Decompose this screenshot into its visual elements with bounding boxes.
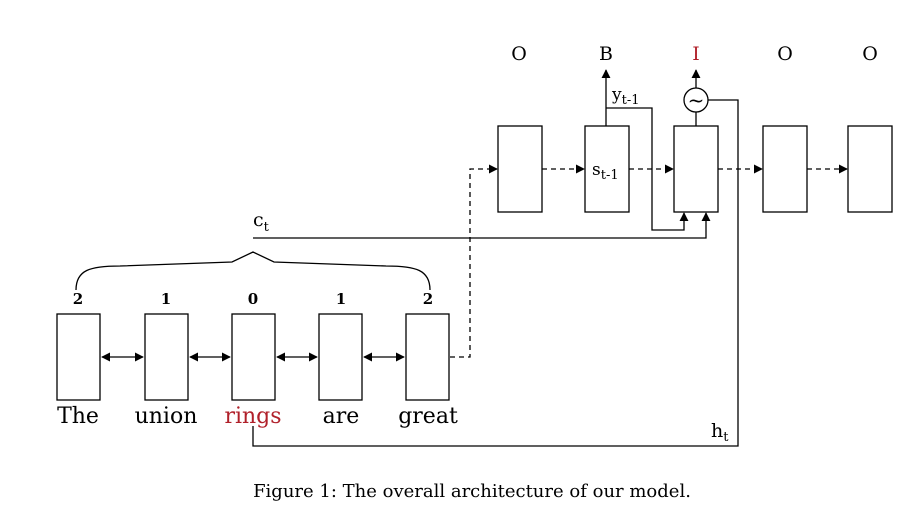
tilde-icon: ~ [688,88,705,112]
hidden-label: ht [711,420,729,445]
tag-label-1: B [599,43,613,65]
context-line [253,212,711,239]
tag-label-2: I [692,43,700,65]
position-number-4: 2 [423,290,433,308]
context-brace [75,251,431,291]
context-label: ct [253,209,270,235]
decoder-cell-0 [497,125,543,213]
encoder-cell-0 [56,313,101,401]
decoder-cell-3 [762,125,808,213]
prev-output-label: yt-1 [611,85,640,108]
word-3: are [323,404,360,429]
decoder-cell-4 [847,125,893,213]
word-2: rings [224,404,281,429]
decoder-cell-1 [584,125,630,213]
figure-caption: Figure 1: The overall architecture of ou… [253,481,691,502]
encoder-cell-2 [231,313,276,401]
word-1: union [135,404,198,429]
encoder-to-decoder-link [450,164,498,358]
tag-label-3: O [777,43,793,65]
prev-output-feedback [606,107,689,231]
hidden-path [252,99,739,447]
state-label: st-1 [592,160,619,183]
word-0: The [57,404,99,429]
tag-label-4: O [862,43,878,65]
position-number-3: 1 [336,290,346,308]
position-number-0: 2 [73,290,83,308]
word-4: great [398,404,458,429]
encoder-cell-3 [318,313,363,401]
position-number-2: 0 [248,290,258,308]
decoder-cell-2 [673,125,719,213]
tag-label-0: O [511,43,527,65]
encoder-cell-4 [405,313,450,401]
encoder-cell-1 [144,313,189,401]
position-number-1: 1 [161,290,171,308]
